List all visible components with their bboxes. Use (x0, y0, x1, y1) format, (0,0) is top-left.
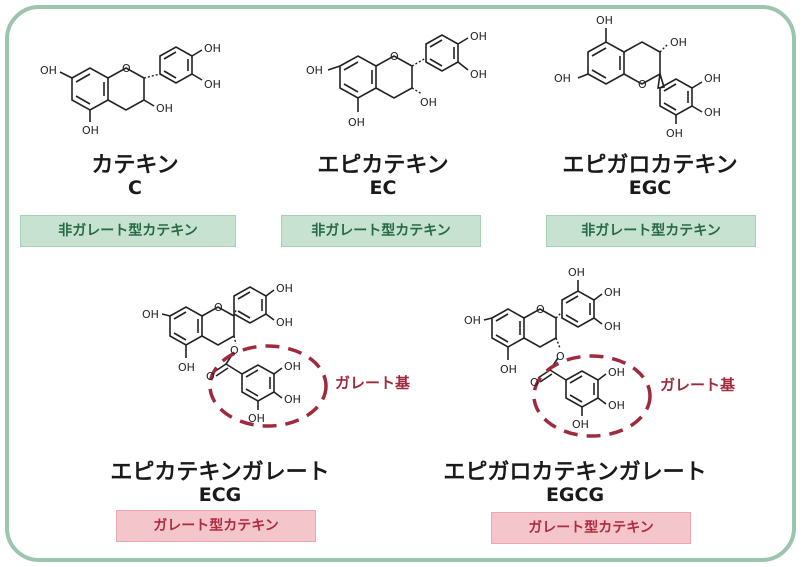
atom-label: OH (204, 42, 221, 55)
galloyl-group-label: ガレート基 (335, 374, 411, 392)
atom-label: OH (306, 64, 323, 77)
atom-label: OH (156, 102, 173, 115)
compound-name: エピガロカテキンガレート (443, 460, 707, 485)
compound-abbr: ECG (198, 484, 242, 506)
atom-label: OH (666, 127, 683, 140)
atom-label: OH (500, 363, 517, 376)
atom-label-o: O (230, 344, 239, 357)
atom-label: OH (704, 72, 721, 85)
compound-abbr: EGC (628, 177, 672, 199)
atom-label: OH (608, 399, 625, 412)
galloyl-highlight (532, 354, 652, 438)
compound-name: エピガロカテキン (562, 153, 738, 178)
category-badge: 非ガレート型カテキン (281, 215, 481, 247)
compound-name: エピカテキンガレート (110, 460, 330, 485)
atom-label: OH (608, 366, 625, 379)
atom-label: OH (276, 282, 293, 295)
atom-label-o: O (206, 370, 215, 383)
atom-label: OH (596, 14, 613, 27)
atom-label-o: O (536, 303, 545, 316)
atom-label-o: O (390, 50, 399, 63)
atom-label: OH (470, 30, 487, 43)
atom-label: OH (604, 286, 621, 299)
atom-label: OH (204, 78, 221, 91)
structure-epigallocatechin-gallate: OH OH OH OH O OH O O OH OH OH (464, 266, 652, 438)
atom-label: OH (40, 64, 57, 77)
atom-label: OH (464, 314, 481, 327)
atom-label: OH (276, 316, 293, 329)
atom-label: OH (82, 124, 99, 137)
atom-label: OH (420, 96, 437, 109)
atom-label: OH (284, 360, 301, 373)
atom-label: OH (142, 308, 159, 321)
category-badge: ガレート型カテキン (491, 512, 691, 544)
compound-name: エピカテキン (317, 153, 449, 178)
compound-name: カテキン (91, 153, 179, 178)
atom-label: OH (670, 36, 687, 49)
category-badge: ガレート型カテキン (116, 510, 316, 542)
atom-label: OH (568, 266, 585, 279)
structure-catechin: OH O OH OH OH OH (40, 42, 221, 137)
galloyl-group-label: ガレート基 (660, 376, 736, 394)
atom-label: OH (348, 116, 365, 129)
atom-label-o: O (556, 350, 565, 363)
atom-label-o: O (530, 376, 539, 389)
rounded-frame (5, 5, 796, 562)
atom-label-o: O (214, 301, 223, 314)
compound-abbr: C (128, 177, 142, 199)
structure-epigallocatechin: OH OH O OH OH OH OH (554, 14, 721, 140)
atom-label: OH (572, 418, 589, 431)
category-badge: 非ガレート型カテキン (20, 215, 236, 247)
atom-label: OH (554, 72, 571, 85)
atom-label: OH (178, 361, 195, 374)
structure-epicatechin: OH O OH OH OH OH (306, 30, 487, 129)
category-badge: 非ガレート型カテキン (546, 215, 756, 247)
compound-abbr: EC (369, 177, 397, 199)
compound-abbr: EGCG (545, 484, 605, 506)
atom-label: OH (604, 320, 621, 333)
atom-label: OH (248, 412, 265, 425)
atom-label: OH (470, 68, 487, 81)
atom-label: OH (284, 393, 301, 406)
atom-label-o: O (122, 62, 131, 75)
galloyl-highlight (208, 344, 328, 428)
atom-label-o: O (638, 78, 647, 91)
atom-label: OH (704, 106, 721, 119)
structure-epicatechin-gallate: OH O OH O O OH OH OH OH OH (142, 282, 328, 428)
